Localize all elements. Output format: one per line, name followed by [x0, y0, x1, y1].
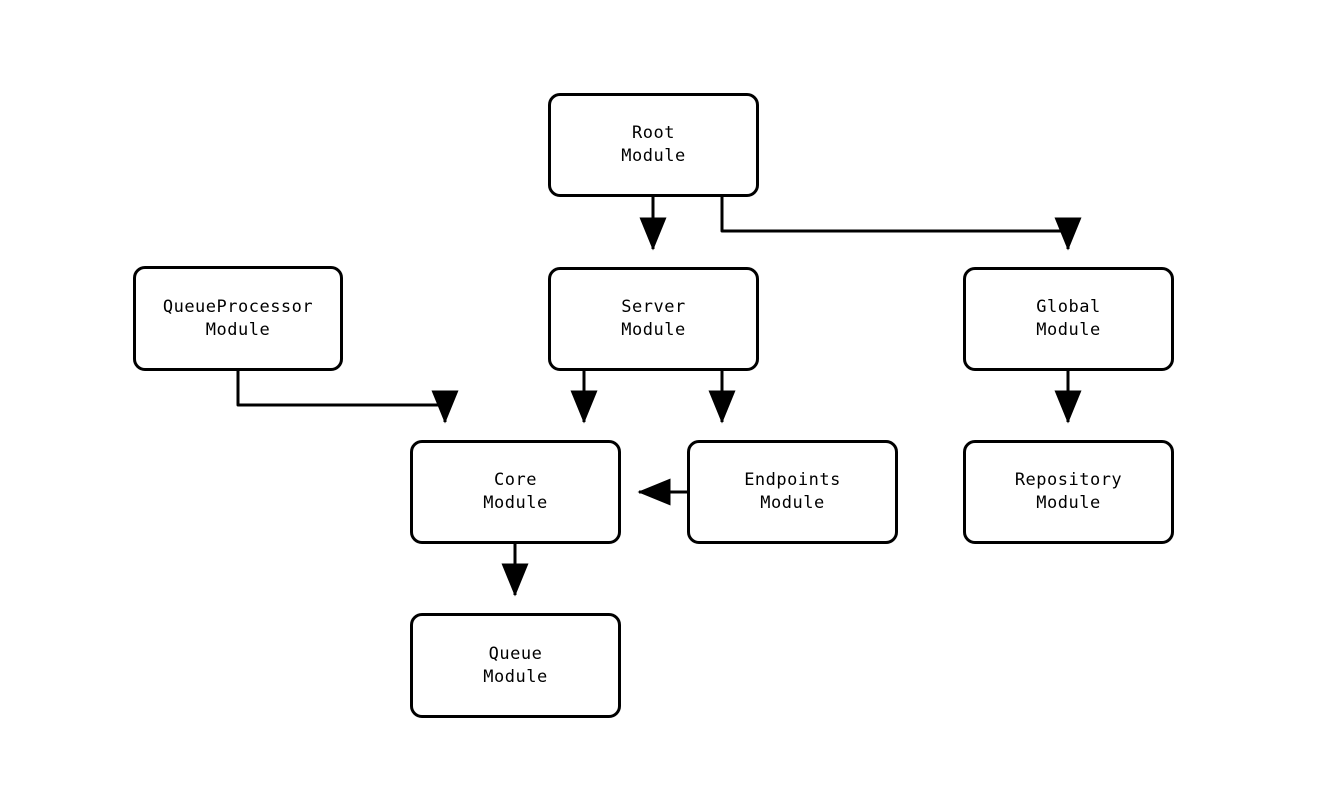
- node-root-module-name: Root: [632, 123, 675, 143]
- node-global-module[interactable]: Global Module: [963, 267, 1174, 371]
- node-core-module-name: Core: [494, 470, 537, 490]
- edge-queueprocessor-to-core: [236, 371, 459, 424]
- edge-root-to-global: [720, 197, 1082, 251]
- node-server-module-suffix: Module: [621, 320, 686, 340]
- node-queueprocessor-module-suffix: Module: [205, 319, 271, 340]
- node-server-module[interactable]: Server Module: [548, 267, 759, 371]
- node-queueprocessor-module-name: QueueProcessor: [162, 296, 314, 317]
- node-repository-module[interactable]: Repository Module: [963, 440, 1174, 544]
- node-repository-module-name: Repository: [1014, 470, 1123, 490]
- node-queue-module-suffix: Module: [483, 666, 548, 687]
- node-global-module-suffix: Module: [1036, 320, 1101, 340]
- node-repository-module-suffix: Module: [1036, 493, 1101, 513]
- node-queue-module[interactable]: Queue Module: [410, 613, 621, 718]
- node-endpoints-module-suffix: Module: [760, 493, 825, 513]
- node-root-module-suffix: Module: [621, 146, 686, 166]
- node-queue-module-name: Queue: [488, 643, 543, 664]
- node-root-module[interactable]: Root Module: [548, 93, 759, 197]
- node-server-module-name: Server: [621, 297, 686, 317]
- node-endpoints-module[interactable]: Endpoints Module: [687, 440, 898, 544]
- node-core-module[interactable]: Core Module: [410, 440, 621, 544]
- node-queueprocessor-module[interactable]: QueueProcessor Module: [133, 266, 343, 371]
- node-core-module-suffix: Module: [483, 493, 548, 513]
- node-endpoints-module-name: Endpoints: [744, 470, 841, 490]
- node-global-module-name: Global: [1036, 297, 1101, 317]
